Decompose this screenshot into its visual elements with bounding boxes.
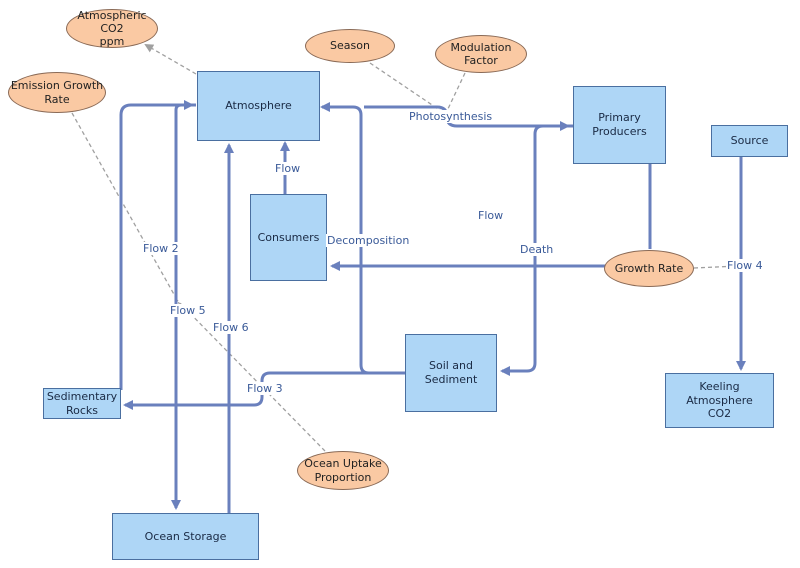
soil-sediment-stock[interactable]: Soil and Sediment (405, 334, 497, 412)
death-label: Death (519, 243, 555, 256)
flow-2-line (119, 100, 194, 390)
link-modulation-to-photosynthesis (445, 72, 466, 114)
flow-3-label: Flow 3 (246, 382, 284, 395)
link-atmosphere-to-co2 (144, 43, 197, 75)
flow-6-label: Flow 6 (212, 321, 250, 334)
decomposition-label: Decomposition (326, 234, 411, 247)
primary-producers-stock[interactable]: Primary Producers (573, 86, 666, 164)
link-emission-to-flow5 (71, 112, 181, 306)
atmospheric-co2-variable[interactable]: Atmospheric CO2 ppm (66, 9, 158, 48)
flow-2-label: Flow 2 (142, 242, 180, 255)
link-season-to-photosynthesis (369, 62, 445, 114)
atmosphere-stock[interactable]: Atmosphere (197, 71, 320, 141)
consumers-stock[interactable]: Consumers (250, 194, 327, 281)
growth-rate-variable[interactable]: Growth Rate (604, 250, 694, 287)
ocean-storage-stock[interactable]: Ocean Storage (112, 513, 259, 560)
ocean-uptake-variable[interactable]: Ocean Uptake Proportion (297, 451, 389, 490)
link-uptake-to-flow5 (174, 297, 326, 452)
mid-flow-label: Flow (478, 209, 504, 222)
sedimentary-rocks-stock[interactable]: Sedimentary Rocks (43, 388, 121, 419)
flow-5-label: Flow 5 (169, 304, 207, 317)
keeling-co2-stock[interactable]: Keeling Atmosphere CO2 (665, 373, 774, 428)
source-stock[interactable]: Source (711, 125, 788, 157)
consumers-flow-label: Flow (274, 162, 302, 175)
photosynthesis-label: Photosynthesis (408, 110, 494, 123)
emission-growth-rate-variable[interactable]: Emission Growth Rate (8, 72, 106, 113)
season-variable[interactable]: Season (305, 29, 395, 63)
flow-4-label: Flow 4 (726, 259, 764, 272)
modulation-factor-variable[interactable]: Modulation Factor (435, 35, 527, 73)
